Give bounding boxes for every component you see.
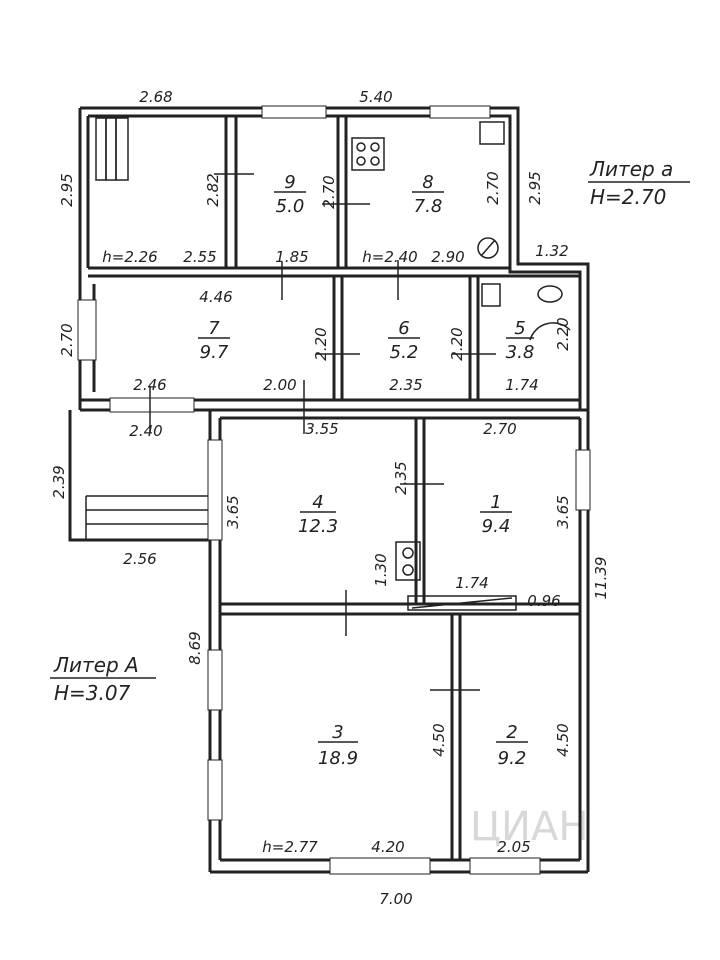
- svg-text:H=3.07: H=3.07: [54, 681, 131, 705]
- shower-icon: [481, 283, 501, 307]
- room-label-4: 4 12.3: [298, 492, 338, 537]
- dim-r5-bottom: 1.74: [505, 376, 538, 394]
- door-swing: [529, 322, 571, 341]
- dim-total-left: 8.69: [186, 631, 204, 664]
- dim-total-bottom: 7.00: [379, 890, 412, 908]
- svg-text:12.3: 12.3: [298, 516, 338, 537]
- dim-r9-bottom: 1.85: [275, 248, 308, 266]
- dim-porch-w: 2.55: [183, 248, 216, 266]
- dim-right-top: 2.95: [526, 171, 544, 204]
- svg-text:8: 8: [422, 172, 433, 193]
- room-label-1: 1 9.4: [480, 492, 512, 537]
- fixtures: [351, 121, 571, 581]
- dim-r8-right: 2.70: [484, 171, 502, 204]
- dim-r7-left: 2.70: [58, 323, 76, 356]
- dim-r7-right: 2.20: [312, 327, 330, 360]
- dim-r4-b: 1.30: [372, 553, 390, 586]
- dim-r6-bottom: 2.35: [389, 376, 422, 394]
- dim-r9-left: 2.82: [204, 173, 222, 206]
- svg-text:7: 7: [208, 318, 220, 339]
- dim-r3-h: h=2.77: [262, 838, 318, 856]
- room-label-9: 9 5.0: [274, 172, 306, 217]
- svg-text:18.9: 18.9: [318, 748, 358, 769]
- dim-r4-top: 3.55: [305, 420, 338, 438]
- dim-r8-left: 2.70: [320, 175, 338, 208]
- dim-r1-right: 3.65: [554, 495, 572, 528]
- dim-veranda-left: 2.39: [50, 465, 68, 498]
- svg-text:1: 1: [490, 492, 501, 513]
- dim-r1-b2: 0.96: [527, 592, 560, 610]
- room-label-7: 7 9.7: [198, 318, 230, 363]
- dimension-labels: 2.68 5.40 h=2.26 2.55 1.85 h=2.40 2.90 1…: [102, 88, 568, 908]
- dim-r3-right: 4.50: [430, 723, 448, 756]
- dim-r4-left: 3.65: [224, 495, 242, 528]
- svg-text:5.0: 5.0: [276, 196, 305, 217]
- dim-r1-top: 2.70: [483, 420, 516, 438]
- dimension-labels-vertical: 2.95 2.82 2.70 2.70 2.95 2.70 2.20 2.20 …: [50, 171, 610, 756]
- room-label-5: 5 3.8: [506, 318, 535, 363]
- dim-r4-right: 2.35: [392, 461, 410, 494]
- dim-top-mid: 5.40: [359, 88, 392, 106]
- windows: [77, 105, 591, 875]
- dim-r7-top: 4.46: [199, 288, 232, 306]
- boiler-icon: [477, 237, 499, 259]
- dim-r6-left: 2.20: [448, 327, 466, 360]
- svg-text:H=2.70: H=2.70: [590, 185, 666, 209]
- svg-text:9.2: 9.2: [498, 748, 527, 769]
- watermark-text: ЦИАН: [470, 804, 588, 850]
- svg-text:3: 3: [332, 722, 343, 743]
- svg-text:Литер а: Литер а: [589, 157, 673, 181]
- svg-text:2: 2: [506, 722, 517, 743]
- svg-text:9.4: 9.4: [482, 516, 511, 537]
- room-label-8: 8 7.8: [412, 172, 444, 217]
- porch-stairs: [95, 117, 129, 181]
- svg-text:4: 4: [312, 492, 323, 513]
- stove2-icon: [395, 541, 421, 581]
- dim-veranda-top: 2.40: [129, 422, 162, 440]
- dim-r7-b2: 2.00: [263, 376, 296, 394]
- dim-r2-right: 4.50: [554, 723, 572, 756]
- legend-liter-A: Литер А H=3.07: [50, 653, 156, 705]
- dim-step: 1.32: [535, 242, 568, 260]
- svg-text:5.2: 5.2: [390, 342, 419, 363]
- dim-r3-bottom: 4.20: [371, 838, 404, 856]
- dim-r5-right: 2.20: [554, 317, 572, 350]
- sink-icon: [479, 121, 505, 145]
- svg-text:7.8: 7.8: [414, 196, 443, 217]
- dim-left-top: 2.95: [58, 173, 76, 206]
- room-label-2: 2 9.2: [496, 722, 528, 769]
- room-label-3: 3 18.9: [318, 722, 358, 769]
- dim-veranda-bottom: 2.56: [123, 550, 156, 568]
- toilet-icon: [537, 285, 563, 303]
- dim-r1-b1: 1.74: [455, 574, 488, 592]
- dim-r9-h: h=2.26: [102, 248, 157, 266]
- svg-text:3.8: 3.8: [506, 342, 535, 363]
- stove-icon: [351, 137, 385, 171]
- dim-top-left: 2.68: [139, 88, 172, 106]
- dim-r2-bottom: 2.05: [497, 838, 530, 856]
- svg-text:9: 9: [284, 172, 295, 193]
- dim-r8-h: h=2.40: [362, 248, 417, 266]
- legend-liter-a: Литер а H=2.70: [588, 157, 690, 209]
- svg-text:5: 5: [514, 318, 525, 339]
- svg-text:6: 6: [398, 318, 409, 339]
- svg-text:9.7: 9.7: [200, 342, 229, 363]
- room-label-6: 6 5.2: [388, 318, 420, 363]
- svg-text:Литер А: Литер А: [53, 653, 139, 677]
- dim-r8-bottom: 2.90: [431, 248, 464, 266]
- door-markers: [149, 173, 496, 691]
- dim-total-right: 11.39: [592, 557, 610, 600]
- dim-r7-b1: 2.46: [133, 376, 166, 394]
